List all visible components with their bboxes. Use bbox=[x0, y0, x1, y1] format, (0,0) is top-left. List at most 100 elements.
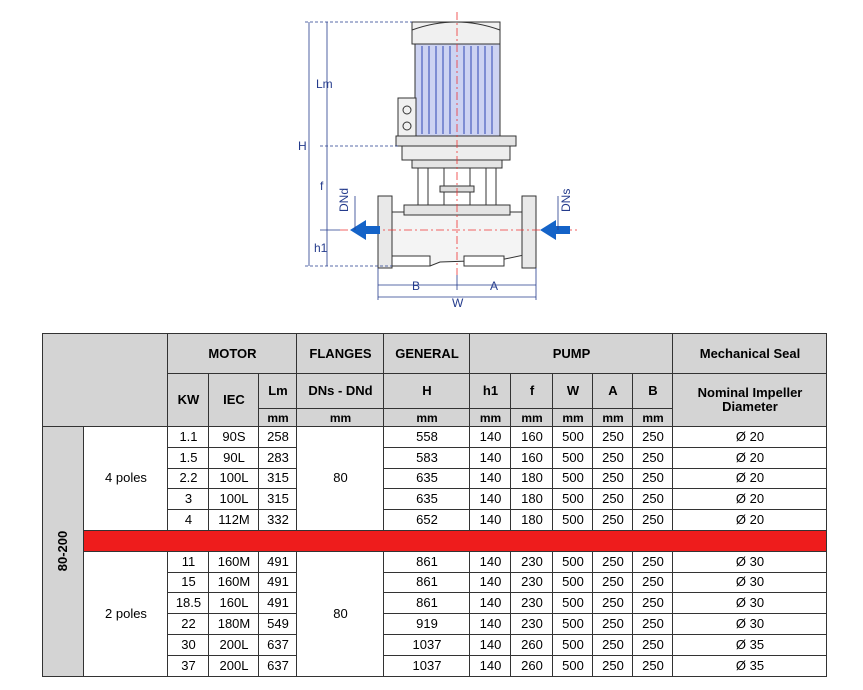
unit-a: mm bbox=[592, 408, 634, 427]
cell-iec: 100L bbox=[208, 488, 260, 511]
col-h1: h1 bbox=[469, 373, 512, 409]
col-w: W bbox=[552, 373, 594, 409]
cell-h: 583 bbox=[383, 446, 471, 469]
model-cell: 80-200 bbox=[41, 426, 85, 677]
cell-kw: 18.5 bbox=[167, 592, 210, 615]
cell-a: 250 bbox=[592, 571, 634, 594]
table-row: 37 200L 637 1037 140 260 500 250 250 Ø 3… bbox=[43, 654, 828, 677]
cell-a: 250 bbox=[592, 592, 634, 615]
cell-lm: 315 bbox=[258, 488, 298, 511]
group-label-2-poles: 2 poles bbox=[83, 550, 169, 677]
cell-b: 250 bbox=[632, 446, 674, 469]
dim-label-w: W bbox=[452, 296, 464, 310]
cell-b: 250 bbox=[632, 550, 674, 573]
cell-f: 160 bbox=[510, 446, 554, 469]
unit-f: mm bbox=[510, 408, 554, 427]
cell-iec: 160M bbox=[208, 571, 260, 594]
cell-kw: 22 bbox=[167, 613, 210, 635]
header-row-units: mm mm mm mm mm mm mm mm bbox=[43, 408, 827, 427]
cell-w: 500 bbox=[552, 446, 594, 469]
table-row: 2.2 100L 315 635 140 180 500 250 250 Ø 2… bbox=[43, 467, 828, 490]
header-general: GENERAL bbox=[383, 333, 471, 374]
cell-diameter: Ø 30 bbox=[672, 550, 828, 573]
unit-flanges: mm bbox=[296, 408, 385, 427]
cell-diameter: Ø 20 bbox=[672, 488, 828, 511]
cell-diameter: Ø 20 bbox=[672, 467, 828, 490]
col-kw: KW bbox=[167, 373, 210, 427]
cell-w: 500 bbox=[552, 467, 594, 490]
header-flanges: FLANGES bbox=[296, 333, 385, 374]
cell-iec: 90L bbox=[208, 446, 260, 469]
col-a: A bbox=[592, 373, 634, 409]
cell-a: 250 bbox=[592, 488, 634, 511]
col-dns-dnd: DNs - DNd bbox=[296, 373, 385, 409]
cell-iec: 160L bbox=[208, 592, 260, 615]
col-f: f bbox=[510, 373, 554, 409]
cell-lm: 315 bbox=[258, 467, 298, 490]
cell-b: 250 bbox=[632, 654, 674, 677]
cell-diameter: Ø 30 bbox=[672, 613, 828, 635]
cell-kw: 15 bbox=[167, 571, 210, 594]
cell-b: 250 bbox=[632, 613, 674, 635]
col-h: H bbox=[383, 373, 471, 409]
cell-h: 635 bbox=[383, 488, 471, 511]
dim-label-dnd: DNd bbox=[337, 188, 351, 212]
cell-a: 250 bbox=[592, 550, 634, 573]
cell-lm: 258 bbox=[258, 426, 298, 448]
cell-kw: 3 bbox=[167, 488, 210, 511]
cell-w: 500 bbox=[552, 654, 594, 677]
dim-label-f: f bbox=[320, 179, 324, 193]
cell-w: 500 bbox=[552, 509, 594, 531]
red-separator-bar bbox=[83, 529, 828, 552]
cell-w: 500 bbox=[552, 488, 594, 511]
cell-h: 919 bbox=[383, 613, 471, 635]
cell-w: 500 bbox=[552, 426, 594, 448]
cell-w: 500 bbox=[552, 613, 594, 635]
cell-f: 230 bbox=[510, 613, 554, 635]
cell-diameter: Ø 20 bbox=[672, 509, 828, 531]
spec-table: MOTOR FLANGES GENERAL PUMP Mechanical Se… bbox=[41, 333, 828, 677]
unit-lm: mm bbox=[258, 408, 298, 427]
cell-f: 180 bbox=[510, 509, 554, 531]
header-pump: PUMP bbox=[469, 333, 674, 374]
cell-diameter: Ø 20 bbox=[672, 426, 828, 448]
dim-label-h1: h1 bbox=[314, 241, 328, 255]
cell-iec: 160M bbox=[208, 550, 260, 573]
dim-label-b: B bbox=[412, 279, 420, 293]
cell-h1: 140 bbox=[469, 592, 512, 615]
header-row-groups: MOTOR FLANGES GENERAL PUMP Mechanical Se… bbox=[41, 333, 828, 427]
col-iec: IEC bbox=[208, 373, 260, 427]
cell-h1: 140 bbox=[469, 571, 512, 594]
cell-h: 652 bbox=[383, 509, 471, 531]
header-row-columns: KW IEC Lm DNs - DNd H h1 f W A B Nominal… bbox=[43, 373, 828, 427]
cell-h: 635 bbox=[383, 467, 471, 490]
unit-h1: mm bbox=[469, 408, 512, 427]
cell-lm: 332 bbox=[258, 509, 298, 531]
pump-drawing: Lm H f h1 DNd DNs B A W bbox=[298, 12, 580, 310]
cell-iec: 90S bbox=[208, 426, 260, 448]
cell-w: 500 bbox=[552, 571, 594, 594]
unit-w: mm bbox=[552, 408, 594, 427]
cell-h: 861 bbox=[383, 550, 471, 573]
cell-h1: 140 bbox=[469, 488, 512, 511]
cell-flange-2-poles: 80 bbox=[296, 550, 385, 677]
cell-a: 250 bbox=[592, 654, 634, 677]
cell-b: 250 bbox=[632, 488, 674, 511]
cell-f: 230 bbox=[510, 571, 554, 594]
cell-iec: 200L bbox=[208, 633, 260, 656]
cell-a: 250 bbox=[592, 509, 634, 531]
cell-lm: 491 bbox=[258, 550, 298, 573]
cell-h1: 140 bbox=[469, 550, 512, 573]
cell-lm: 491 bbox=[258, 592, 298, 615]
cell-flange-4-poles: 80 bbox=[296, 426, 385, 531]
cell-f: 230 bbox=[510, 550, 554, 573]
cell-a: 250 bbox=[592, 446, 634, 469]
cell-kw: 1.5 bbox=[167, 446, 210, 469]
cell-kw: 30 bbox=[167, 633, 210, 656]
cell-b: 250 bbox=[632, 592, 674, 615]
cell-b: 250 bbox=[632, 426, 674, 448]
cell-lm: 637 bbox=[258, 633, 298, 656]
dim-label-h: H bbox=[298, 139, 307, 153]
cell-b: 250 bbox=[632, 467, 674, 490]
cell-a: 250 bbox=[592, 426, 634, 448]
